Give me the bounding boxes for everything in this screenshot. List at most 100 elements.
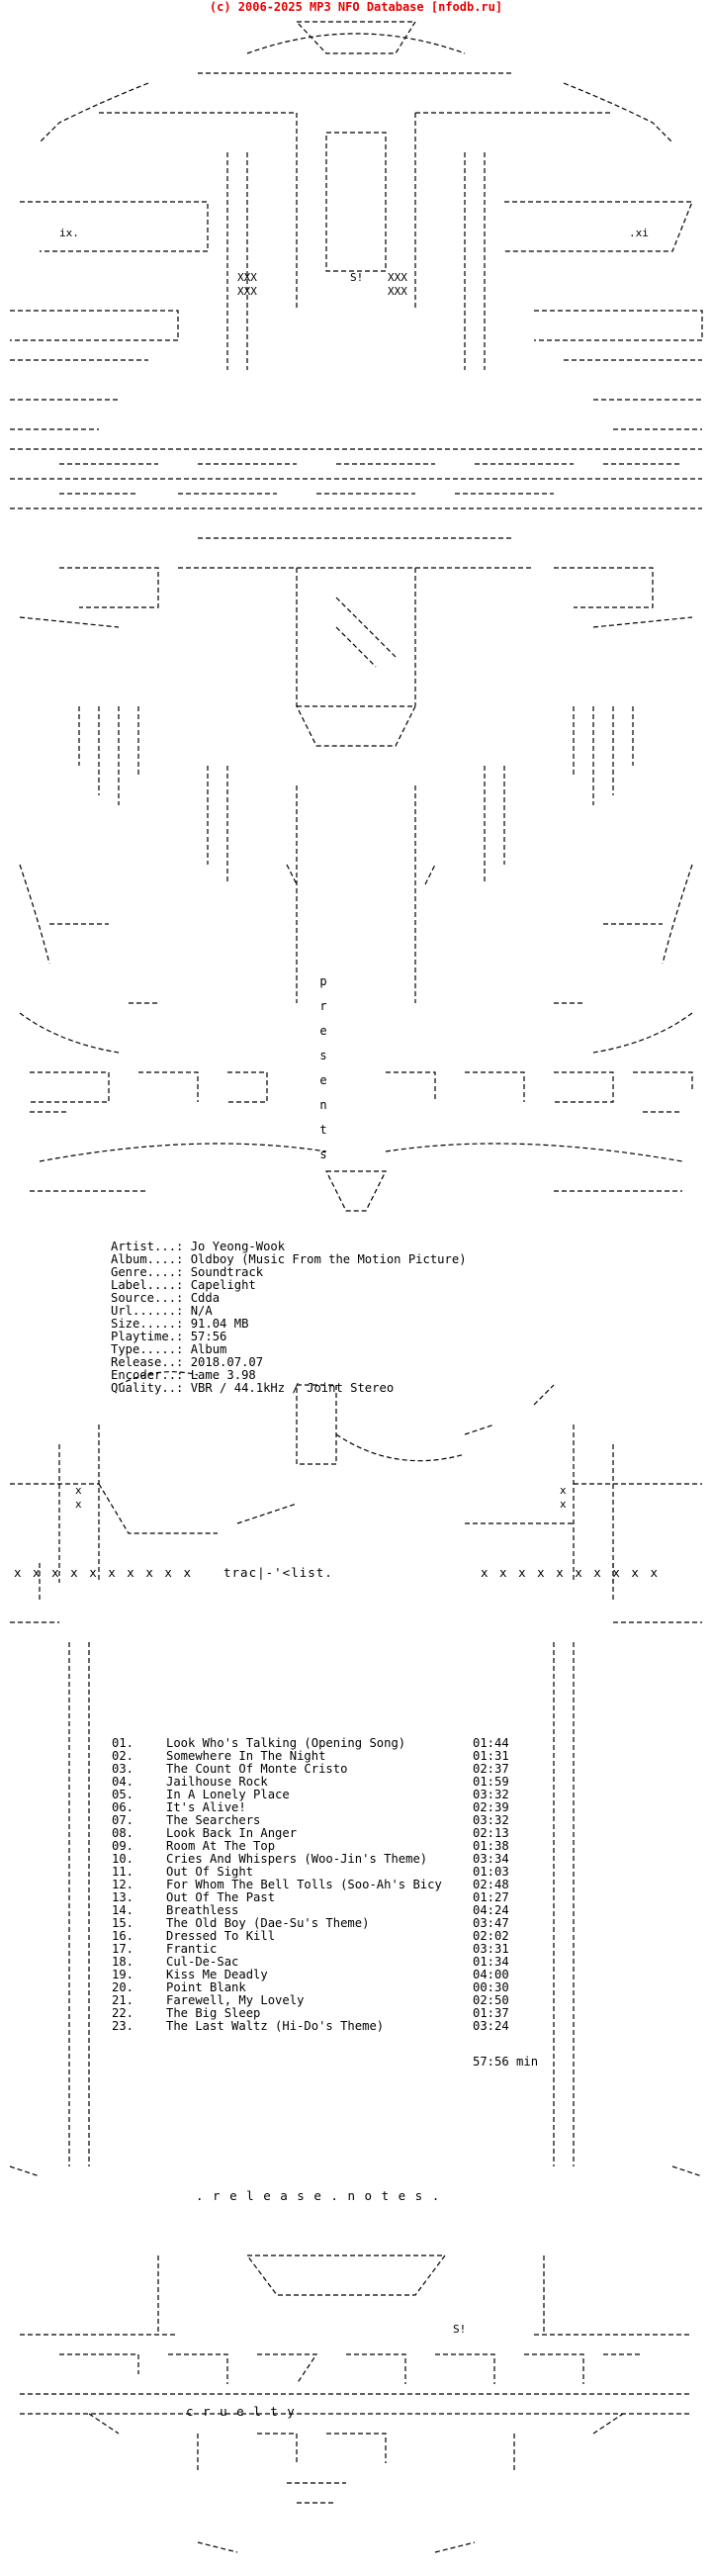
- svg-text:x: x: [75, 1498, 82, 1511]
- track-title: The Searchers: [166, 1813, 261, 1827]
- track-title: The Count Of Monte Cristo: [166, 1762, 348, 1776]
- track-title: Room At The Top: [166, 1839, 276, 1853]
- track-title: It's Alive!: [166, 1800, 246, 1814]
- track-titles: Look Who's Talking (Opening Song) Somewh…: [166, 1737, 442, 2033]
- logo-s-mark: S!: [350, 271, 363, 284]
- info-line: Size.....: 91.04 MB: [111, 1317, 249, 1331]
- track-time: 03:47: [473, 1916, 509, 1930]
- track-number: 04.: [112, 1775, 134, 1789]
- track-title: Look Who's Talking (Opening Song): [166, 1736, 406, 1750]
- track-number: 15.: [112, 1916, 134, 1930]
- svg-text:XXX: XXX: [237, 285, 257, 298]
- track-number: 08.: [112, 1826, 134, 1840]
- track-time: 01:03: [473, 1865, 509, 1879]
- track-title: Look Back In Anger: [166, 1826, 298, 1840]
- track-title: For Whom The Bell Tolls (Soo-Ah's Bicy: [166, 1878, 442, 1891]
- track-time: 03:32: [473, 1813, 509, 1827]
- logo-tag-left: ix.: [59, 227, 79, 239]
- track-title: The Old Boy (Dae-Su's Theme): [166, 1916, 370, 1930]
- svg-text:XXX: XXX: [388, 285, 407, 298]
- info-line: Source...: Cdda: [111, 1291, 221, 1305]
- track-time: 04:24: [473, 1903, 509, 1917]
- track-number: 21.: [112, 1993, 134, 2007]
- track-title: Out Of Sight: [166, 1865, 254, 1879]
- tracklist-heading: trac|-'<list.: [223, 1565, 333, 1580]
- track-title: Dressed To Kill: [166, 1929, 276, 1943]
- track-number: 03.: [112, 1762, 134, 1776]
- track-number: 17.: [112, 1942, 134, 1956]
- info-line: Release..: 2018.07.07: [111, 1355, 264, 1369]
- svg-text:x: x: [560, 1484, 567, 1497]
- track-number: 10.: [112, 1852, 134, 1866]
- track-number: 06.: [112, 1800, 134, 1814]
- svg-text:XXX: XXX: [237, 271, 257, 284]
- track-time: 02:02: [473, 1929, 509, 1943]
- info-line: Label....: Capelight: [111, 1278, 256, 1292]
- track-time: 01:44: [473, 1736, 509, 1750]
- tracklist-label-left: x x x x x x x x x x: [14, 1565, 193, 1580]
- track-title: Jailhouse Rock: [166, 1775, 268, 1789]
- info-line: Playtime.: 57:56: [111, 1330, 227, 1343]
- track-number: 01.: [112, 1736, 134, 1750]
- track-time: 00:30: [473, 1980, 509, 1994]
- track-times: 01:44 01:31 02:37 01:59 03:32 02:39 03:3…: [473, 1737, 509, 2033]
- release-info: Artist...: Jo Yeong-Wook Album....: Oldb…: [111, 1241, 467, 1395]
- track-number: 18.: [112, 1955, 134, 1969]
- track-number: 22.: [112, 2006, 134, 2020]
- track-number: 16.: [112, 1929, 134, 1943]
- track-number: 09.: [112, 1839, 134, 1853]
- track-number: 23.: [112, 2019, 134, 2033]
- track-number: 20.: [112, 1980, 134, 1994]
- presents-vertical: p r e s e n t s: [319, 974, 327, 1161]
- info-line: Url......: N/A: [111, 1304, 213, 1318]
- track-number: 13.: [112, 1890, 134, 1904]
- info-line: Type.....: Album: [111, 1342, 227, 1356]
- svg-text:x: x: [75, 1484, 82, 1497]
- group-logo-art: ix. .xi S! XXX XXX XXX XXX: [10, 21, 703, 1212]
- svg-text:x: x: [560, 1498, 567, 1511]
- track-time: 01:37: [473, 2006, 509, 2020]
- track-title: The Big Sleep: [166, 2006, 261, 2020]
- track-time: 02:50: [473, 1993, 509, 2007]
- info-line: Genre....: Soundtrack: [111, 1265, 264, 1279]
- track-time: 02:48: [473, 1878, 509, 1891]
- tracklist-frame-art: x x x x: [9, 1371, 703, 2177]
- footer-s-mark: S!: [453, 2323, 466, 2336]
- track-time: 01:59: [473, 1775, 509, 1789]
- track-title: Somewhere In The Night: [166, 1749, 326, 1763]
- track-time: 03:24: [473, 2019, 509, 2033]
- track-title: The Last Waltz (Hi-Do's Theme): [166, 2019, 385, 2033]
- track-number: 12.: [112, 1878, 134, 1891]
- track-title: Breathless: [166, 1903, 239, 1917]
- info-line: Album....: Oldboy (Music From the Motion…: [111, 1252, 467, 1266]
- footer-logo-art: S!: [20, 2254, 692, 2553]
- track-number: 07.: [112, 1813, 134, 1827]
- track-time: 02:39: [473, 1800, 509, 1814]
- track-time: 03:31: [473, 1942, 509, 1956]
- track-time: 01:38: [473, 1839, 509, 1853]
- track-title: Point Blank: [166, 1980, 246, 1994]
- track-title: In A Lonely Place: [166, 1788, 290, 1801]
- tracklist-label-right: x x x x x x x x x x: [481, 1565, 660, 1580]
- track-title: Farewell, My Lovely: [166, 1993, 305, 2007]
- track-title: Cries And Whispers (Woo-Jin's Theme): [166, 1852, 428, 1866]
- track-time: 02:37: [473, 1762, 509, 1776]
- track-number: 05.: [112, 1788, 134, 1801]
- site-header: (c) 2006-2025 MP3 NFO Database [nfodb.ru…: [209, 0, 503, 14]
- track-time: 04:00: [473, 1968, 509, 1981]
- track-time: 02:13: [473, 1826, 509, 1840]
- track-number: 11.: [112, 1865, 134, 1879]
- track-time: 01:31: [473, 1749, 509, 1763]
- track-number: 14.: [112, 1903, 134, 1917]
- track-time: 01:34: [473, 1955, 509, 1969]
- track-time: 01:27: [473, 1890, 509, 1904]
- info-line: Artist...: Jo Yeong-Wook: [111, 1240, 286, 1253]
- track-title: Kiss Me Deadly: [166, 1968, 268, 1981]
- track-numbers: 01. 02. 03. 04. 05. 06. 07. 08. 09. 10. …: [112, 1737, 134, 2033]
- track-number: 02.: [112, 1749, 134, 1763]
- svg-text:XXX: XXX: [388, 271, 407, 284]
- track-time: 03:32: [473, 1788, 509, 1801]
- track-time: 03:34: [473, 1852, 509, 1866]
- cruelty-label: c r u e l t y: [186, 2404, 296, 2419]
- track-title: Cul-De-Sac: [166, 1955, 239, 1969]
